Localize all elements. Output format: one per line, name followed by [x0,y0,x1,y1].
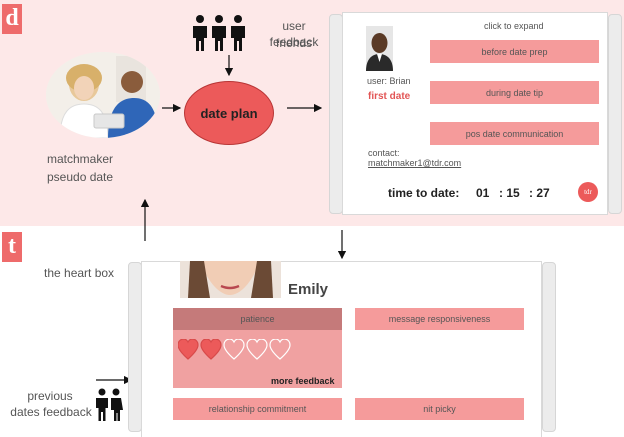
timer-seconds: : 27 [529,186,550,200]
heart-empty-icon [246,338,268,360]
matchmaker-caption: matchmaker [47,152,114,166]
timer-label: time to date: [388,186,460,200]
phone2-right-edge [542,262,556,432]
couple-icon [95,388,123,427]
tdr-badge: tdr [578,182,598,202]
patience-header: patience [173,308,342,330]
click-to-expand-hint: click to expand [484,21,544,31]
pos-date-communication-button[interactable]: pos date communication [430,122,599,145]
brian-avatar [366,26,393,71]
timer-hours: 01 [476,186,490,200]
nit-picky-button[interactable]: nit picky [355,398,524,420]
heart-empty-icon [223,338,245,360]
user-label: user: Brian [367,76,411,86]
emily-name: Emily [288,281,329,298]
heart-filled-icon [177,338,199,360]
previous-caption: previous [27,389,73,403]
date-plan-node: date plan [184,81,274,145]
heart-filled-icon [200,338,222,360]
patience-hearts [177,338,293,366]
contact-label: contact: [368,148,400,158]
phone-right-edge [608,14,622,214]
phone-left-edge [329,14,343,214]
before-date-prep-button[interactable]: before date prep [430,40,599,63]
d-logo: d [2,4,22,34]
phone2-left-edge [128,262,142,432]
t-logo: t [2,232,22,262]
during-date-tip-button[interactable]: during date tip [430,81,599,104]
more-feedback-link[interactable]: more feedback [271,376,335,386]
first-date-status: first date [368,91,411,102]
emily-photo [180,261,281,298]
contact-email-link[interactable]: matchmaker1@tdr.com [368,158,462,168]
message-responsiveness-button[interactable]: message responsiveness [355,308,524,330]
relationship-commitment-button[interactable]: relationship commitment [173,398,342,420]
heart-empty-icon [269,338,291,360]
pseudo-date-caption: pseudo date [47,170,114,184]
heart-box-caption: the heart box [44,266,115,280]
dates-feedback-caption: dates feedback [10,405,92,419]
friends-icon [190,14,248,57]
matchmaker-photo [46,52,160,138]
timer-minutes: : 15 [499,186,520,200]
feedback-caption: feedback [269,35,319,49]
user-friends-caption: user friends [275,19,313,50]
